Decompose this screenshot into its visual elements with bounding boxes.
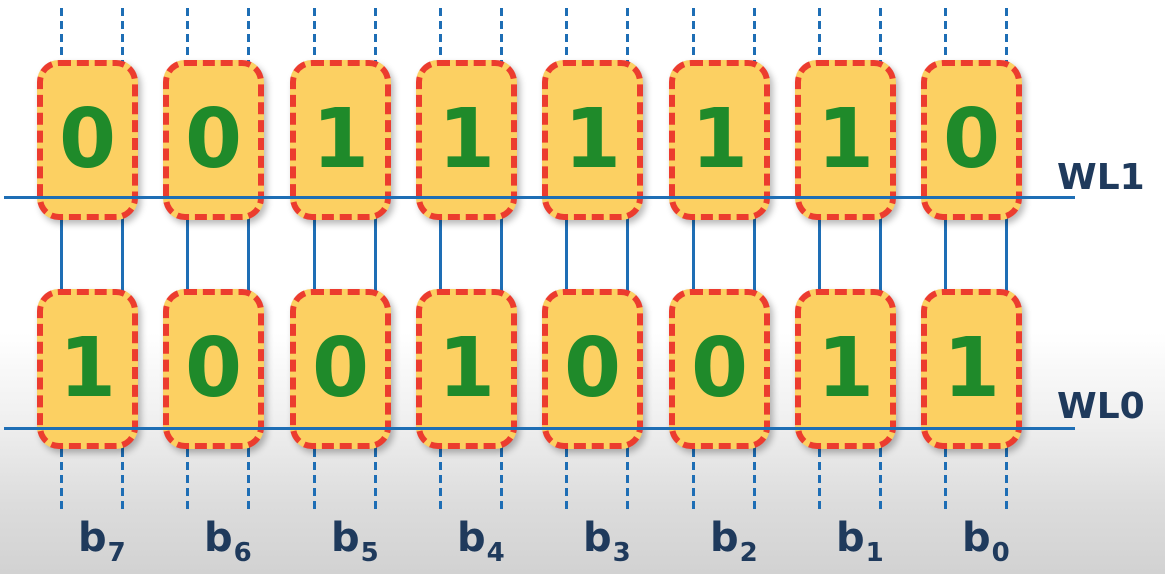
cell-bit-value: 0 — [184, 92, 243, 187]
memory-cell: 1 — [795, 60, 896, 220]
word-line-wl1 — [4, 196, 1075, 199]
cell-bit-value: 1 — [690, 92, 749, 187]
bit-label-index: 3 — [612, 538, 631, 568]
bit-label-index: 0 — [991, 538, 1010, 568]
cell-bit-value: 1 — [816, 321, 875, 416]
cell-bit-value: 0 — [58, 92, 117, 187]
bit-label-index: 5 — [360, 538, 379, 568]
memory-cell: 0 — [163, 60, 264, 220]
memory-cell: 1 — [669, 60, 770, 220]
bit-label-index: 6 — [233, 538, 252, 568]
bit-label-letter: b — [836, 515, 865, 561]
cell-bit-value: 1 — [563, 92, 622, 187]
bit-label: b4 — [457, 518, 505, 566]
memory-cell: 1 — [37, 289, 138, 449]
cell-bit-value: 0 — [942, 92, 1001, 187]
bit-label: b3 — [583, 518, 631, 566]
bit-label-letter: b — [710, 515, 739, 561]
memory-cell: 0 — [37, 60, 138, 220]
memory-cell: 1 — [290, 60, 391, 220]
bit-label-index: 4 — [486, 538, 505, 568]
cell-bit-value: 1 — [437, 321, 496, 416]
bit-label-index: 2 — [739, 538, 758, 568]
cell-bit-value: 1 — [816, 92, 875, 187]
cell-bit-value: 1 — [437, 92, 496, 187]
word-line-wl0 — [4, 427, 1075, 430]
word-line-wl0-stub — [1037, 427, 1077, 430]
memory-cell: 1 — [542, 60, 643, 220]
memory-cell: 1 — [921, 289, 1022, 449]
bit-label-letter: b — [457, 515, 486, 561]
bit-label-letter: b — [583, 515, 612, 561]
cell-bit-value: 1 — [942, 321, 1001, 416]
cell-bit-value: 0 — [311, 321, 370, 416]
word-line-label-wl0: WL0 — [1057, 386, 1145, 427]
word-line-label-wl1: WL1 — [1057, 157, 1145, 198]
bit-label: b0 — [962, 518, 1010, 566]
bit-label: b5 — [331, 518, 379, 566]
bit-label-letter: b — [204, 515, 233, 561]
bit-label-index: 1 — [865, 538, 884, 568]
bit-label: b7 — [78, 518, 126, 566]
bit-label: b6 — [204, 518, 252, 566]
bit-label-index: 7 — [107, 538, 126, 568]
memory-cell: 0 — [163, 289, 264, 449]
bit-label: b2 — [710, 518, 758, 566]
bit-label-letter: b — [962, 515, 991, 561]
cell-bit-value: 1 — [58, 321, 117, 416]
bit-label-letter: b — [331, 515, 360, 561]
word-line-wl1-stub — [1037, 196, 1077, 199]
cell-bit-value: 1 — [311, 92, 370, 187]
cell-bit-value: 0 — [563, 321, 622, 416]
memory-cell: 1 — [795, 289, 896, 449]
memory-cell: 0 — [290, 289, 391, 449]
memory-cell: 1 — [416, 60, 517, 220]
memory-cell: 0 — [542, 289, 643, 449]
bit-label: b1 — [836, 518, 884, 566]
cell-bit-value: 0 — [184, 321, 243, 416]
cell-bit-value: 0 — [690, 321, 749, 416]
memory-cell: 0 — [669, 289, 770, 449]
memory-cell: 0 — [921, 60, 1022, 220]
bit-label-letter: b — [78, 515, 107, 561]
memory-cell: 1 — [416, 289, 517, 449]
